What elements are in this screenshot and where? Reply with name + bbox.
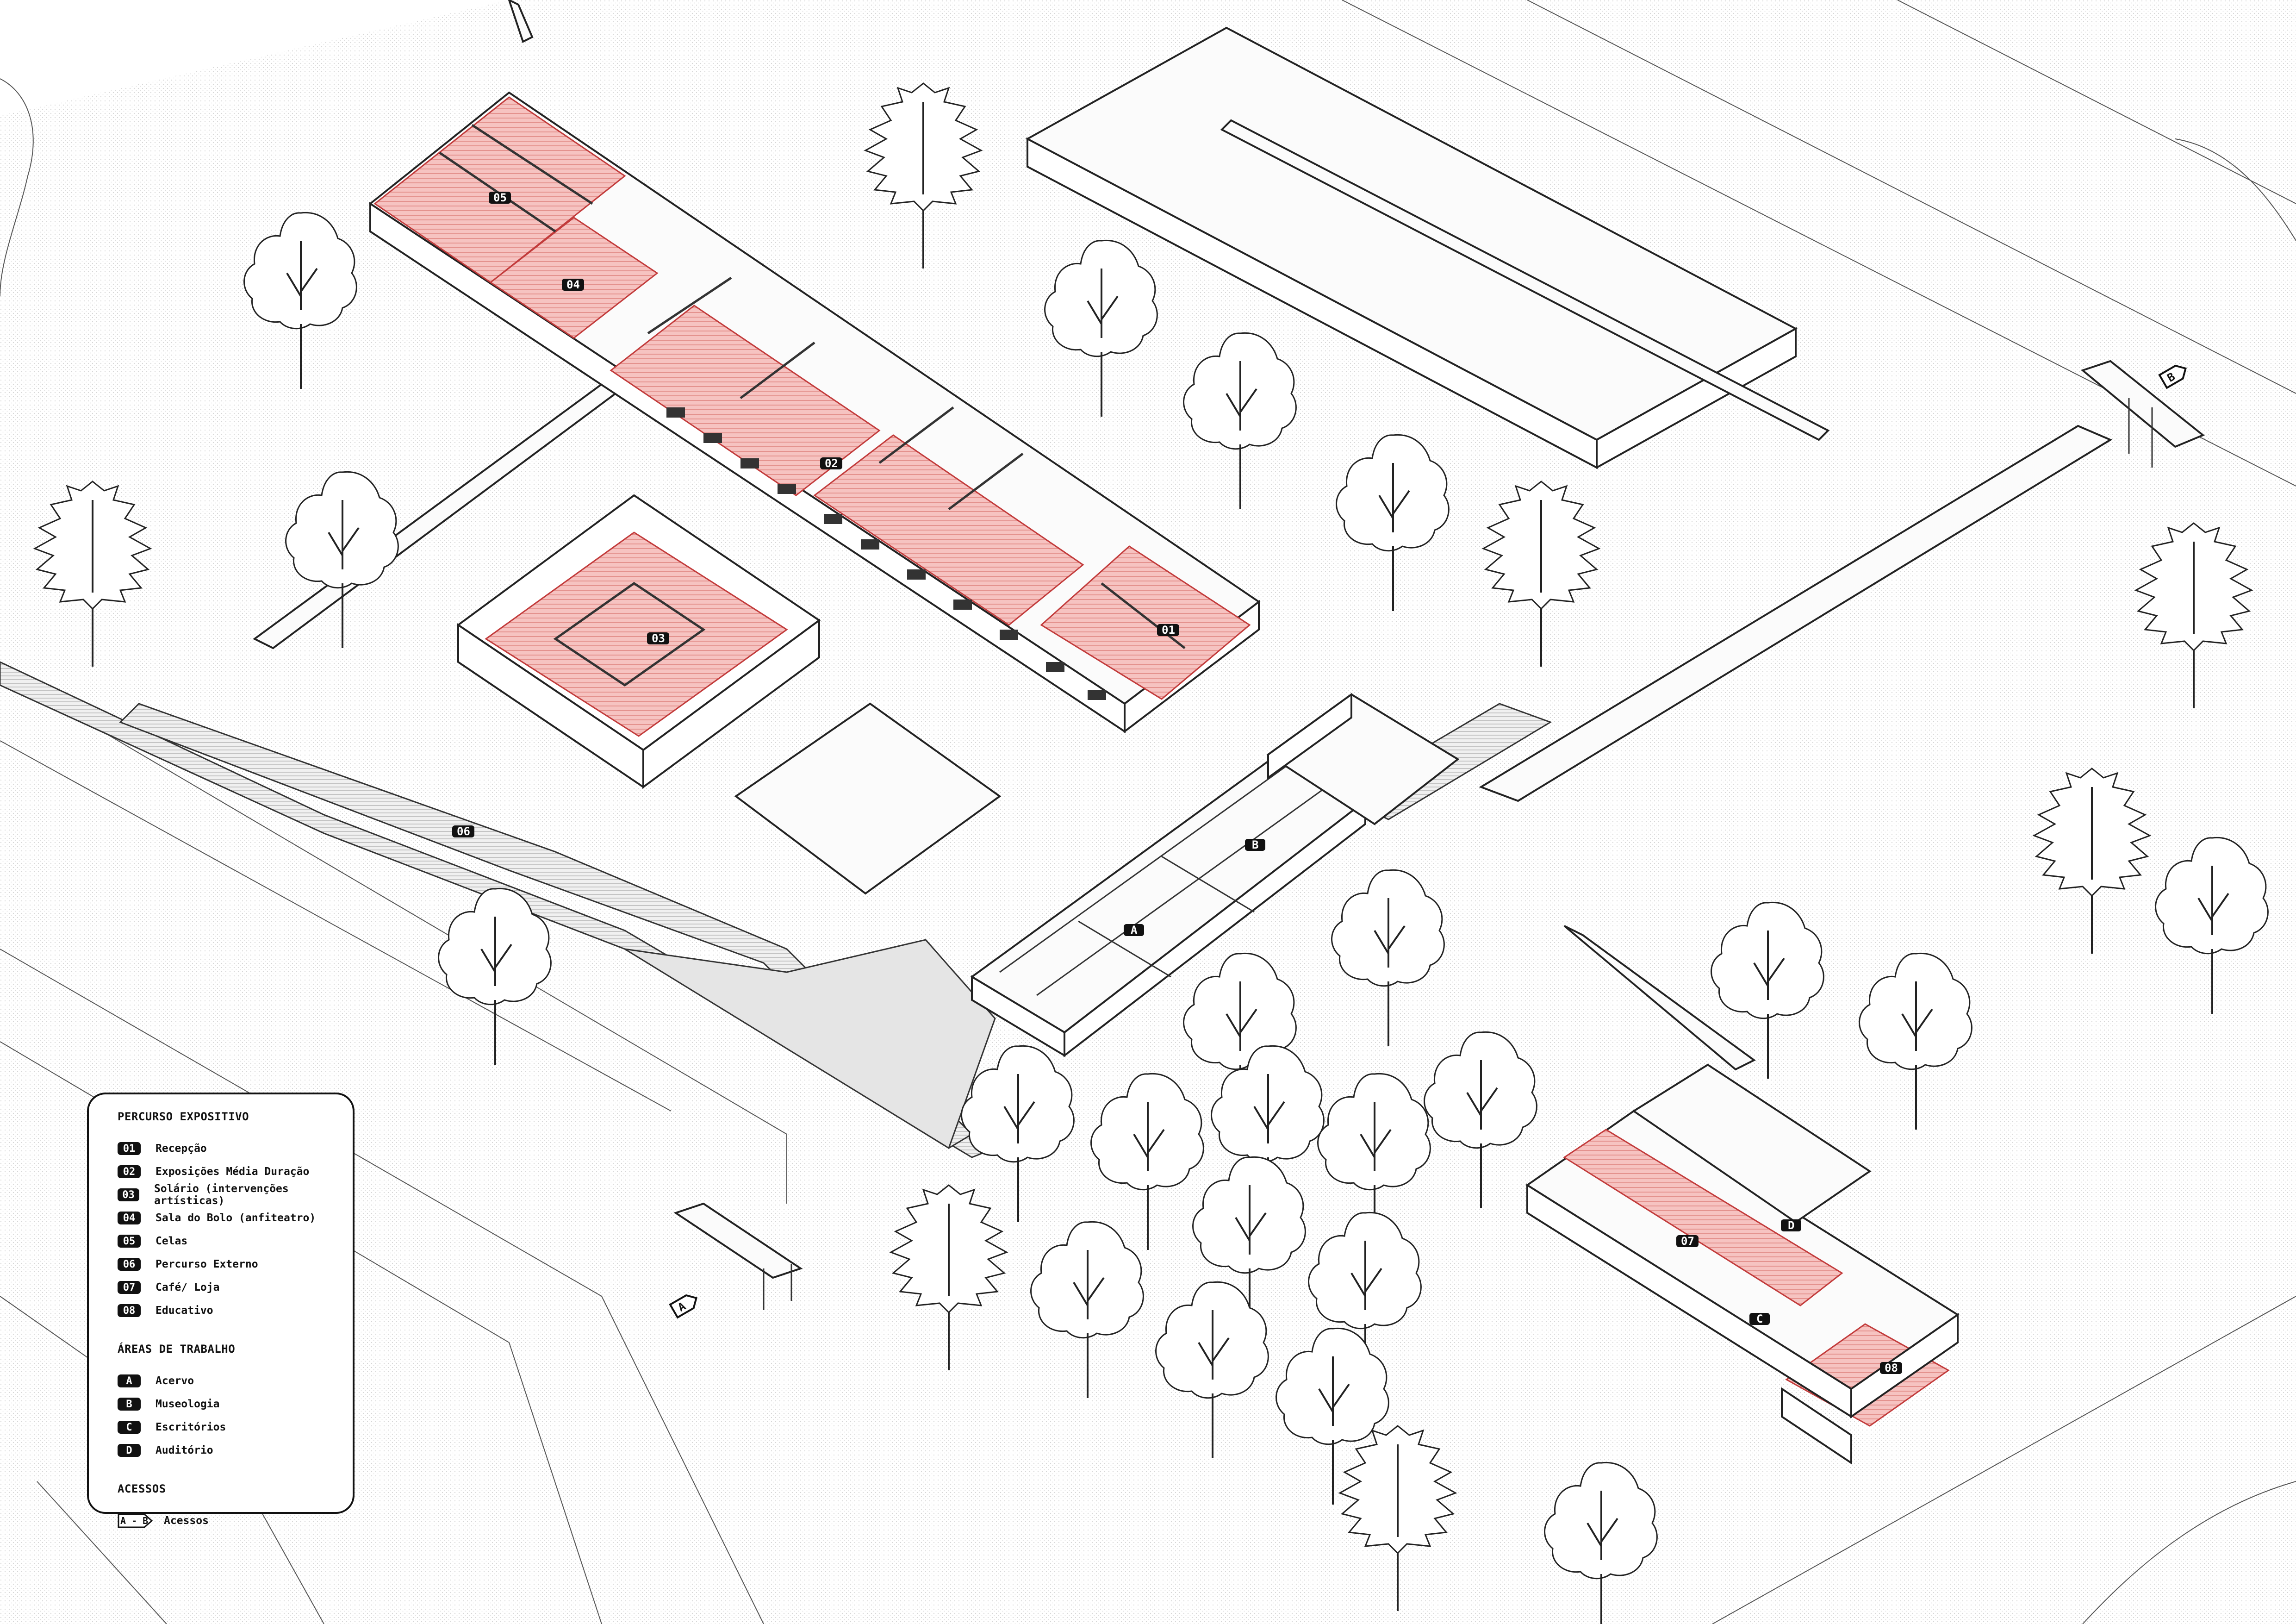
- legend-label: Acessos: [164, 1515, 209, 1527]
- tag-A: A: [1124, 924, 1144, 937]
- tag-D: D: [1781, 1219, 1801, 1232]
- legend-label: Exposições Média Duração: [156, 1166, 310, 1178]
- legend-item-A: A Acervo: [118, 1369, 353, 1393]
- svg-text:01: 01: [1162, 624, 1175, 637]
- legend-item-D: D Auditório: [118, 1439, 353, 1462]
- legend-badge: C: [118, 1421, 141, 1434]
- legend-badge: B: [118, 1398, 141, 1411]
- access-marker-a: A: [669, 1294, 697, 1319]
- legend-badge: 06: [118, 1258, 141, 1271]
- cafe-educativo-building: [1525, 1063, 1960, 1465]
- archive-building: [970, 693, 1460, 1058]
- room-05: [373, 96, 626, 283]
- legend-badge: 03: [118, 1188, 139, 1201]
- legend-item-B: B Museologia: [118, 1393, 353, 1416]
- svg-text:05: 05: [493, 191, 507, 204]
- room-02: [610, 305, 881, 496]
- svg-text:08: 08: [1885, 1362, 1898, 1374]
- legend-item-02: 02 Exposições Média Duração: [118, 1160, 353, 1183]
- room-02b: [813, 434, 1084, 626]
- legend-label: Escritórios: [156, 1421, 226, 1433]
- legend-item-03: 03 Solário (intervenções artísticas): [118, 1183, 353, 1207]
- svg-text:B: B: [1252, 838, 1258, 851]
- legend-badge: 07: [118, 1281, 141, 1294]
- svg-text:A: A: [1131, 924, 1138, 937]
- legend-section-title: PERCURSO EXPOSITIVO: [118, 1110, 249, 1123]
- svg-text:A - B: A - B: [120, 1515, 148, 1526]
- main-building: [368, 91, 1261, 734]
- room-03: [485, 531, 788, 737]
- svg-text:C: C: [1756, 1312, 1763, 1325]
- tag-C: C: [1749, 1312, 1770, 1325]
- svg-text:06: 06: [457, 825, 470, 838]
- svg-text:03: 03: [652, 632, 665, 645]
- solarium-building: [456, 494, 821, 789]
- legend-label: Solário (intervenções artísticas): [154, 1183, 289, 1207]
- legend-item-access: A - B Acessos: [118, 1509, 353, 1532]
- legend-label: Percurso Externo: [156, 1258, 258, 1270]
- legend-section-title: ÁREAS DE TRABALHO: [118, 1343, 236, 1355]
- svg-text:D: D: [1788, 1219, 1794, 1232]
- legend-section-title: ACESSOS: [118, 1482, 166, 1495]
- legend-item-06: 06 Percurso Externo: [118, 1253, 353, 1276]
- tag-08: 08: [1880, 1362, 1902, 1374]
- legend-badge: 04: [118, 1212, 141, 1224]
- legend-badge: A: [118, 1374, 141, 1387]
- legend-item-01: 01 Recepção: [118, 1137, 353, 1160]
- legend-item-04: 04 Sala do Bolo (anfiteatro): [118, 1206, 353, 1230]
- tag-06: 06: [452, 825, 474, 838]
- tag-05: 05: [489, 191, 511, 204]
- room-01: [1040, 545, 1251, 700]
- legend-badge: 01: [118, 1142, 141, 1155]
- tag-07: 07: [1676, 1235, 1699, 1248]
- legend-label: Recepção: [156, 1143, 207, 1155]
- legend-item-C: C Escritórios: [118, 1416, 353, 1439]
- legend-badge: 08: [118, 1304, 141, 1317]
- legend-label: Educativo: [156, 1305, 213, 1317]
- legend-item-08: 08 Educativo: [118, 1299, 353, 1322]
- legend-badge: 05: [118, 1235, 141, 1248]
- svg-text:04: 04: [566, 278, 580, 291]
- legend-badge: 02: [118, 1165, 141, 1178]
- access-marker-b: B: [2158, 364, 2187, 389]
- legend-label: Acervo: [156, 1375, 194, 1387]
- legend-item-07: 07 Café/ Loja: [118, 1276, 353, 1299]
- room-04: [489, 217, 659, 339]
- legend-panel: PERCURSO EXPOSITIVO 01 Recepção 02 Expos…: [87, 1093, 355, 1528]
- courtyard-plaza: [734, 702, 1002, 895]
- access-arrow-icon: A - B: [118, 1513, 153, 1528]
- legend-label: Museologia: [156, 1398, 220, 1410]
- room-07: [1563, 1129, 1843, 1306]
- tag-B: B: [1245, 838, 1265, 851]
- svg-text:07: 07: [1681, 1235, 1694, 1248]
- legend-badge: D: [118, 1444, 141, 1457]
- tag-01: 01: [1157, 624, 1179, 637]
- legend-label: Auditório: [156, 1444, 213, 1456]
- access-a-canopy: [673, 1202, 803, 1310]
- legend-label: Café/ Loja: [156, 1281, 220, 1293]
- tag-04: 04: [562, 278, 584, 291]
- legend-label: Sala do Bolo (anfiteatro): [156, 1212, 316, 1224]
- svg-text:02: 02: [825, 457, 838, 470]
- adjacent-buildings: [508, 0, 1830, 469]
- legend-label: Celas: [156, 1235, 188, 1247]
- tag-03: 03: [647, 632, 669, 645]
- tag-02: 02: [820, 457, 842, 470]
- legend-item-05: 05 Celas: [118, 1230, 353, 1253]
